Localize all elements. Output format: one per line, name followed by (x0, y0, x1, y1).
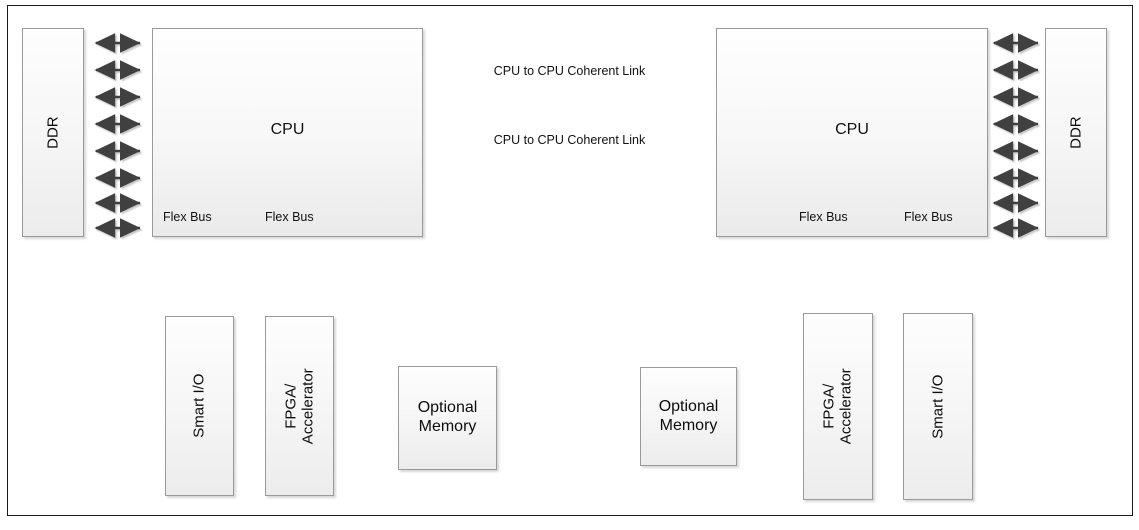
block-optional-memory-left[interactable]: Optional Memory (398, 366, 497, 470)
block-ddr-left-label: DDR (44, 116, 62, 149)
block-smart-io-left-label: Smart I/O (190, 373, 208, 439)
block-optional-memory-right-label: Optional Memory (658, 397, 719, 434)
block-fpga-accelerator-left[interactable]: FPGA/ Accelerator (265, 316, 334, 496)
block-cpu-right-label: CPU (835, 121, 869, 138)
coherent-link-bottom-label: CPU to CPU Coherent Link (493, 133, 646, 147)
coherent-link-top-label: CPU to CPU Coherent Link (493, 64, 646, 78)
block-fpga-accelerator-left-label: FPGA/ Accelerator (282, 368, 317, 444)
block-smart-io-left[interactable]: Smart I/O (165, 316, 234, 496)
block-cpu-left-label: CPU (270, 121, 305, 138)
block-ddr-right-label: DDR (1067, 116, 1085, 149)
block-optional-memory-right[interactable]: Optional Memory (640, 367, 737, 466)
block-fpga-accelerator-right-label: FPGA/ Accelerator (820, 368, 855, 445)
block-optional-memory-left-label: Optional Memory (417, 399, 478, 435)
block-smart-io-right-label: Smart I/O (929, 374, 947, 439)
block-ddr-right[interactable]: DDR (1045, 28, 1107, 237)
block-smart-io-right[interactable]: Smart I/O (903, 313, 973, 500)
block-cpu-left[interactable]: CPU Flex Bus Flex Bus (152, 28, 423, 237)
block-ddr-left[interactable]: DDR (22, 28, 84, 237)
flex-bus-label-cpu-left-port-b: Flex Bus (265, 210, 314, 224)
flex-bus-label-cpu-right-port-b: Flex Bus (904, 210, 953, 224)
block-fpga-accelerator-right[interactable]: FPGA/ Accelerator (803, 313, 873, 500)
block-cpu-right[interactable]: CPU Flex Bus Flex Bus (716, 28, 988, 237)
flex-bus-label-cpu-left-port-a: Flex Bus (163, 210, 212, 224)
flex-bus-label-cpu-right-port-a: Flex Bus (799, 210, 848, 224)
